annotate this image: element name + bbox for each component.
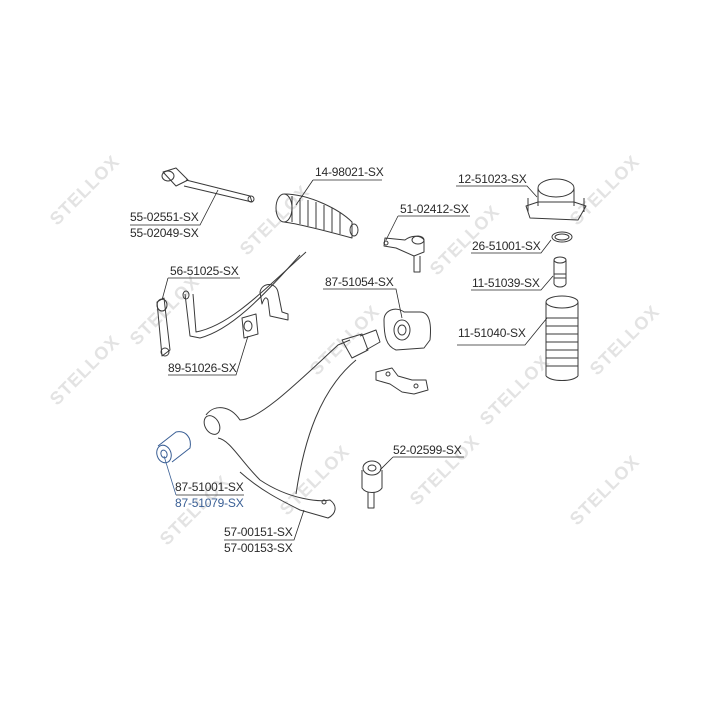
part-label-87-51054[interactable]: 87-51054-SX xyxy=(325,275,394,289)
part-label-11-51040[interactable]: 11-51040-SX xyxy=(458,326,526,340)
stabilizer-bushing-drawing xyxy=(241,313,259,339)
part-label-12-51023[interactable]: 12-51023-SX xyxy=(458,172,527,186)
bushing-clamp-drawing xyxy=(375,367,429,395)
control-arm-bushing-drawing xyxy=(383,308,431,351)
part-label-87-51001[interactable]: 87-51001-SX xyxy=(175,480,244,494)
part-label-55-02049[interactable]: 55-02049-SX xyxy=(130,226,199,240)
stabilizer-bracket-drawing xyxy=(259,284,289,321)
part-label-57-00153[interactable]: 57-00153-SX xyxy=(224,541,293,555)
strut-mount-drawing xyxy=(525,178,587,221)
strut-bearing-drawing xyxy=(551,231,573,243)
part-label-56-51025[interactable]: 56-51025-SX xyxy=(170,264,239,278)
tie-rod-drawing xyxy=(161,167,255,203)
part-label-26-51001[interactable]: 26-51001-SX xyxy=(472,239,541,253)
stabilizer-link-drawing xyxy=(156,297,171,357)
steering-boot-drawing xyxy=(275,193,359,239)
ball-joint-drawing xyxy=(361,460,383,509)
highlighted-bushing-drawing xyxy=(156,431,191,464)
part-label-87-51079-highlighted[interactable]: 87-51079-SX xyxy=(175,496,244,510)
part-label-57-00151[interactable]: 57-00151-SX xyxy=(224,525,293,539)
dust-boot-drawing xyxy=(545,295,579,381)
bump-stop-drawing xyxy=(553,256,567,288)
stabilizer-bar-drawing xyxy=(182,251,307,339)
leader-lines xyxy=(130,179,554,541)
part-label-89-51026[interactable]: 89-51026-SX xyxy=(168,361,237,375)
part-label-51-02412[interactable]: 51-02412-SX xyxy=(400,202,469,216)
part-label-52-02599[interactable]: 52-02599-SX xyxy=(393,443,462,457)
part-label-14-98021[interactable]: 14-98021-SX xyxy=(315,165,384,179)
tie-rod-end-drawing xyxy=(383,235,425,273)
part-label-11-51039[interactable]: 11-51039-SX xyxy=(472,276,540,290)
control-arm-drawing xyxy=(203,329,381,519)
part-label-55-02551[interactable]: 55-02551-SX xyxy=(130,210,199,224)
